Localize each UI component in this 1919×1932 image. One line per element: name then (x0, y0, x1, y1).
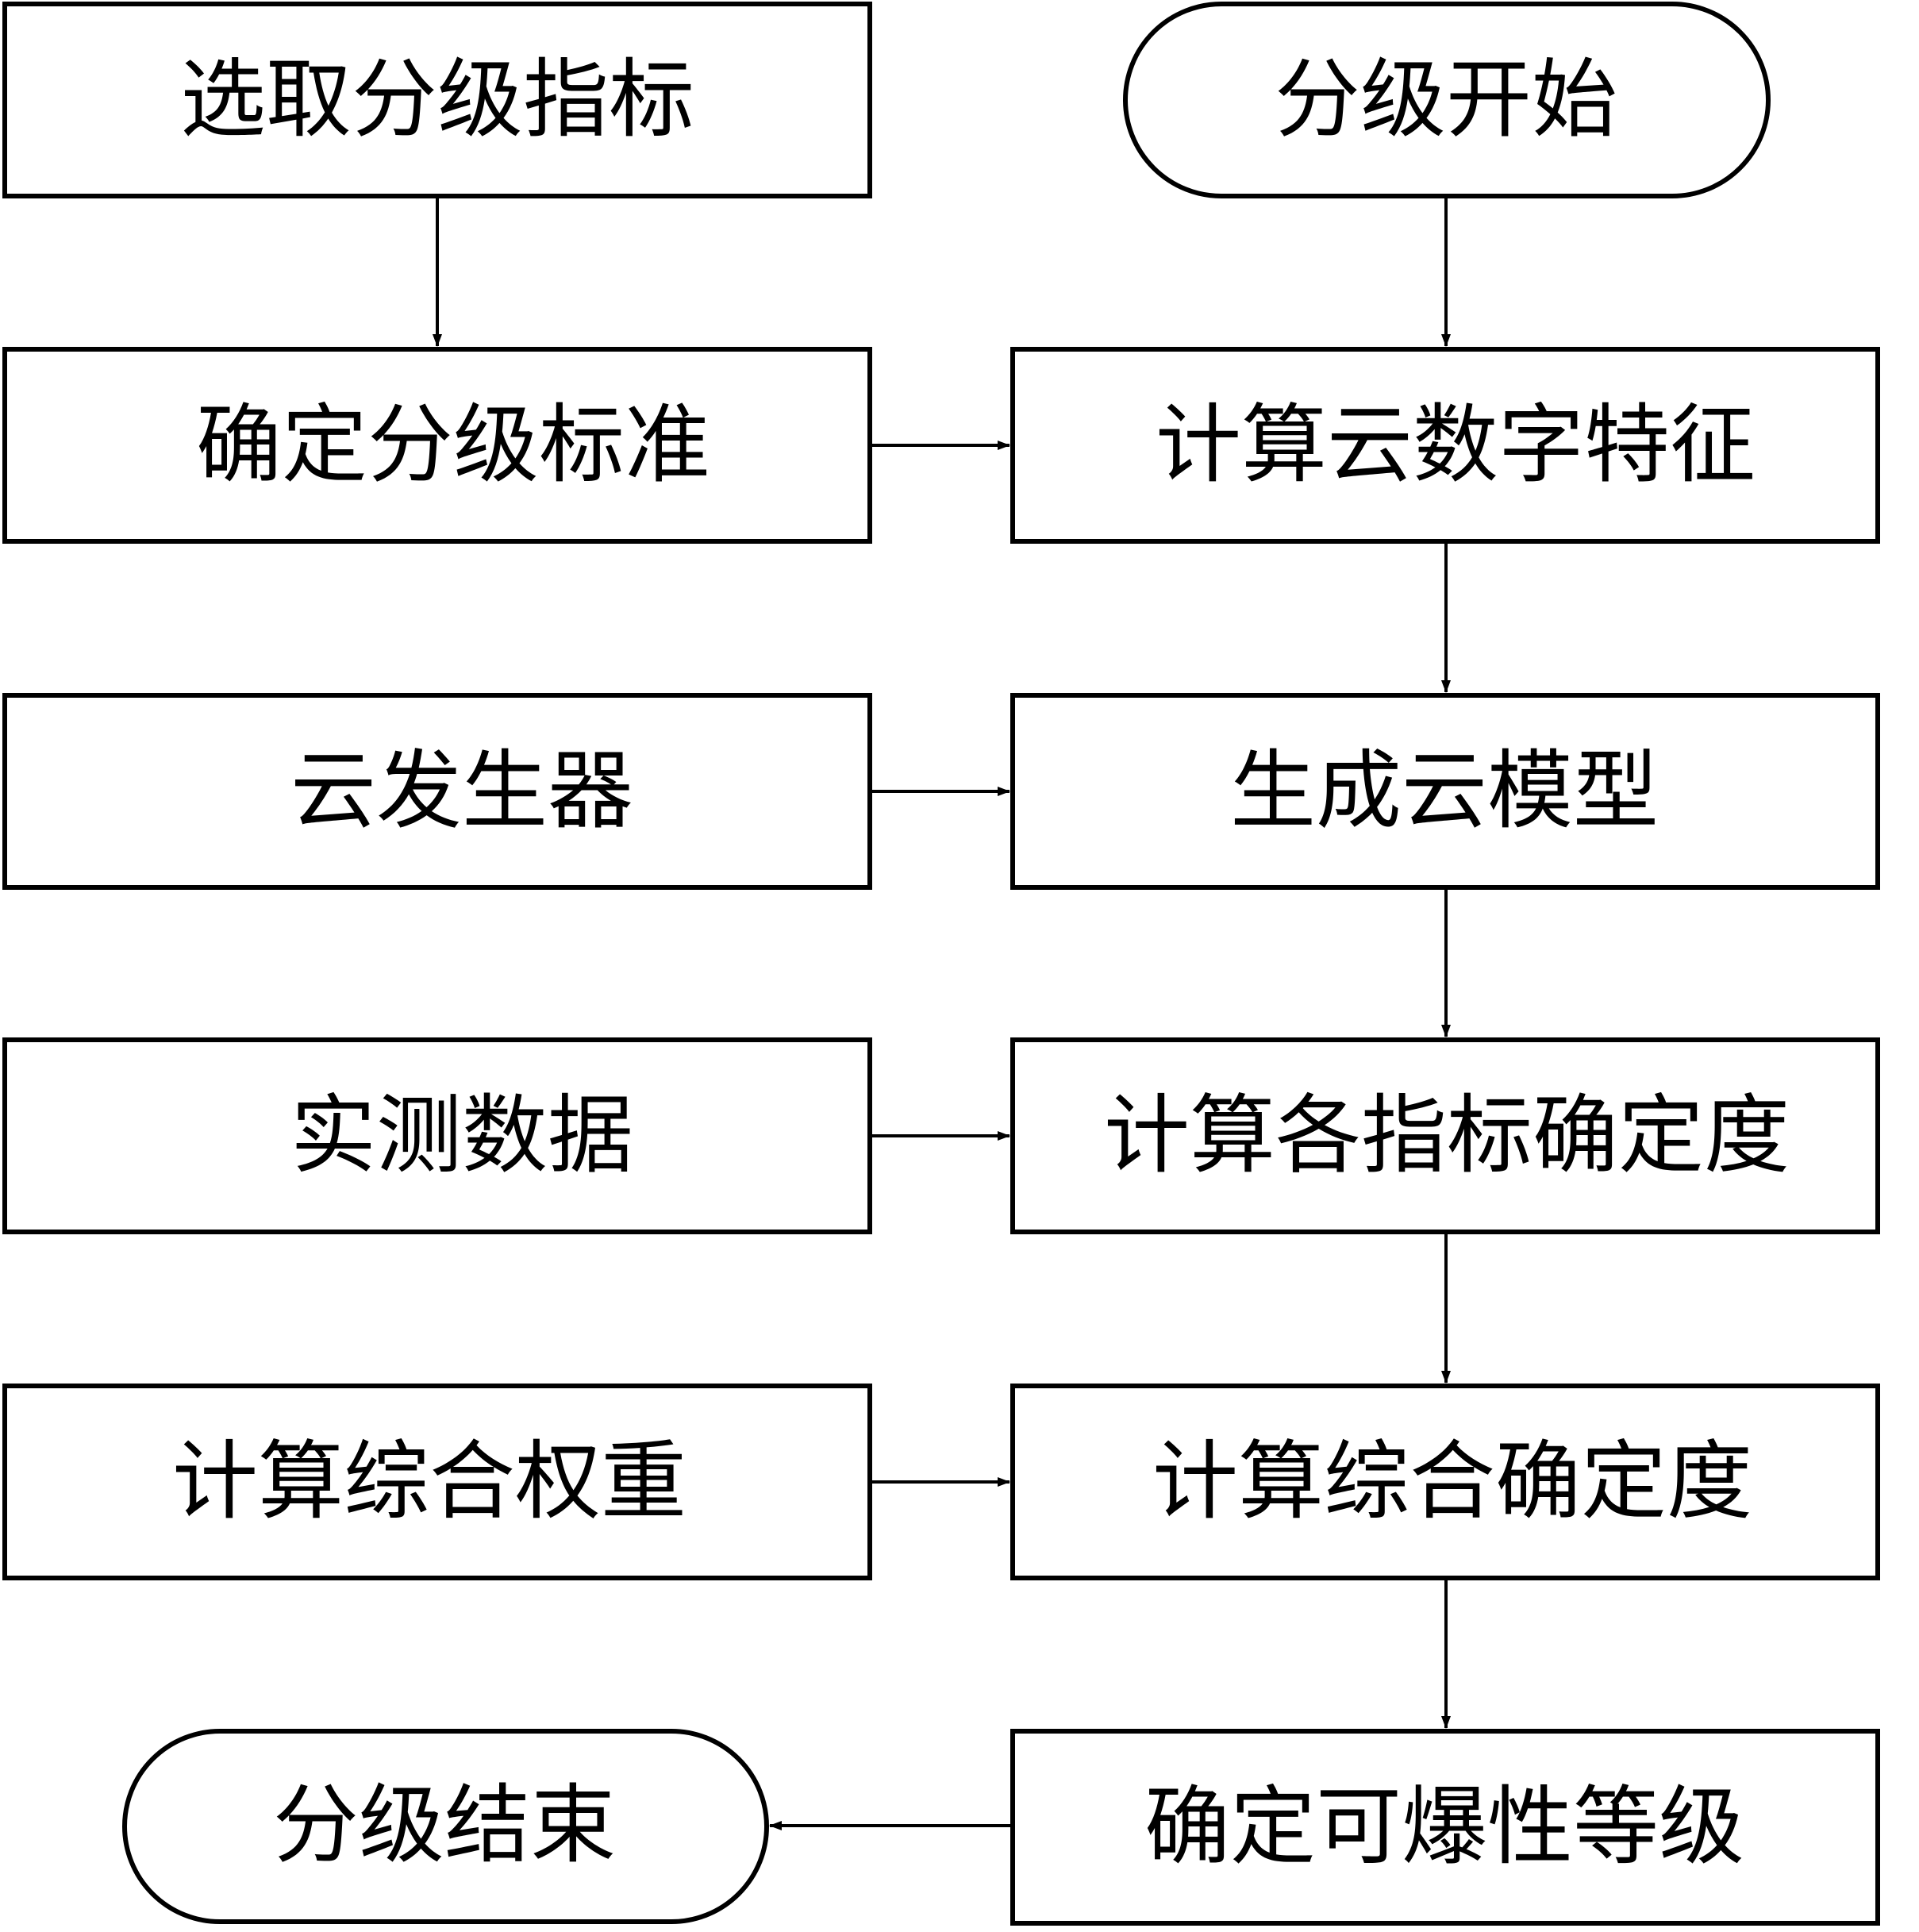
node-composite-certainty-label: 计算综合确定度 (1152, 1433, 1752, 1532)
node-end-label: 分级结束 (273, 1776, 616, 1876)
node-explosibility-grade: 确定可爆性等级 (1010, 1729, 1880, 1926)
node-compute-weight: 计算综合权重 (2, 1384, 872, 1580)
node-cloud-generator: 云发生器 (2, 693, 872, 890)
node-select-indicators-label: 选取分级指标 (180, 51, 694, 150)
node-define-standard-label: 确定分级标准 (196, 396, 710, 495)
node-indicator-certainty: 计算各指标确定度 (1010, 1037, 1880, 1234)
node-define-standard: 确定分级标准 (2, 347, 872, 544)
node-composite-certainty: 计算综合确定度 (1010, 1384, 1880, 1580)
node-explosibility-grade-label: 确定可爆性等级 (1144, 1778, 1744, 1877)
node-start-label: 分级开始 (1275, 51, 1617, 150)
node-measured-data: 实测数据 (2, 1037, 872, 1234)
node-cloud-digital-features: 计算云数字特征 (1010, 347, 1880, 544)
node-end: 分级结束 (122, 1729, 769, 1924)
node-cloud-generator-label: 云发生器 (290, 742, 633, 841)
node-start: 分级开始 (1123, 2, 1771, 198)
node-indicator-certainty-label: 计算各指标确定度 (1104, 1087, 1790, 1186)
node-cloud-digital-features-label: 计算云数字特征 (1156, 396, 1756, 495)
node-select-indicators: 选取分级指标 (2, 2, 872, 198)
node-measured-data-label: 实测数据 (290, 1087, 633, 1186)
node-generate-cloud-model-label: 生成云模型 (1230, 742, 1659, 841)
node-generate-cloud-model: 生成云模型 (1010, 693, 1880, 890)
node-compute-weight-label: 计算综合权重 (172, 1433, 686, 1532)
